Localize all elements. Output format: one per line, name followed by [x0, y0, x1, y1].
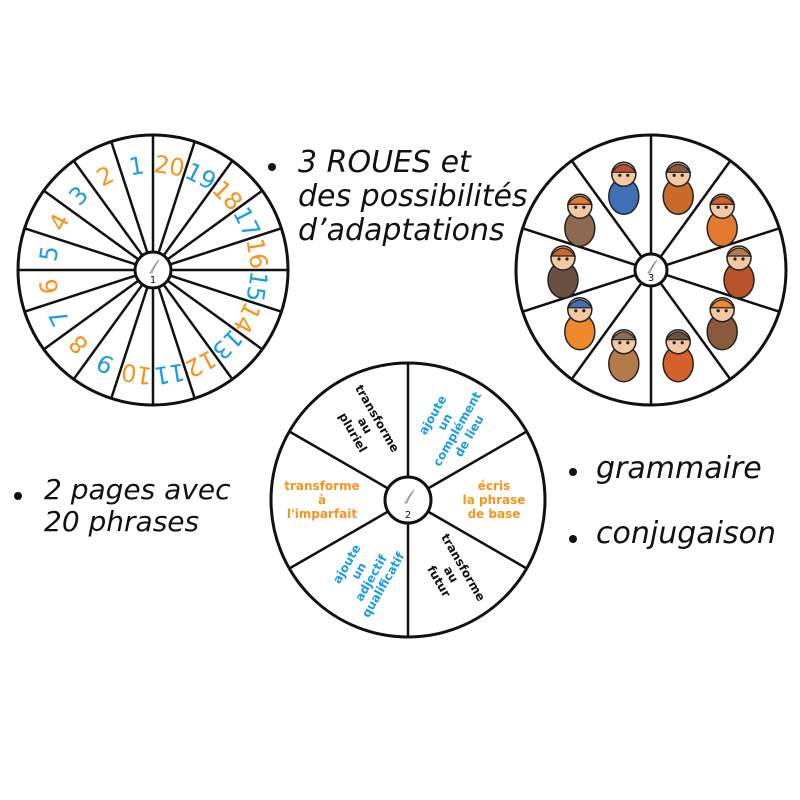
- wheel-divider: [570, 282, 643, 380]
- wheel-divider: [110, 286, 149, 399]
- wheel-number-label: 3: [648, 273, 654, 284]
- wheel-number: 15: [240, 269, 272, 304]
- snail-icon: [608, 328, 640, 383]
- girl-coat-icon: [662, 328, 694, 383]
- wheel-number: 1: [127, 151, 146, 181]
- fox-icon: [564, 296, 596, 351]
- wheel-divider: [43, 279, 140, 351]
- children-icon: [662, 161, 694, 216]
- quill-logo-icon: [149, 259, 160, 274]
- quill-logo-icon: [647, 259, 658, 274]
- boy-icon: [608, 161, 640, 216]
- wheel-divider: [659, 282, 732, 380]
- bullet-line: 3 ROUES et: [298, 145, 471, 180]
- fox-girl-icon: [706, 193, 738, 248]
- bullet-line: d’adaptations: [298, 213, 505, 248]
- bullet-dot: [569, 468, 577, 476]
- instruction-text: écris: [478, 479, 510, 493]
- owl-icon: [564, 193, 596, 248]
- spider-icon: [547, 245, 579, 299]
- instruction-text: l'imparfait: [287, 507, 357, 521]
- instruction-text: de base: [468, 507, 521, 521]
- wheel-divider: [110, 141, 149, 254]
- picture-wheel: 3: [514, 133, 788, 407]
- bullet-line: 2 pages avec: [44, 473, 231, 506]
- wheel-divider: [166, 279, 263, 351]
- bullet-grammar: grammaire: [596, 451, 762, 486]
- wheel-divider: [166, 189, 263, 261]
- bullet-two-pages: 2 pages avec 20 phrases: [44, 476, 230, 536]
- wheel-divider: [157, 286, 196, 399]
- deer-icon: [706, 296, 738, 351]
- bullet-line: 20 phrases: [44, 505, 200, 538]
- wheel-divider: [162, 283, 234, 380]
- squirrel-girl-icon: [723, 245, 755, 299]
- quill-logo-icon: [404, 489, 415, 504]
- wheel-number: 10: [119, 357, 154, 389]
- wheel-number-label: 1: [150, 275, 156, 286]
- bullet-line: des possibilités: [298, 179, 528, 214]
- wheel-divider: [169, 227, 282, 266]
- wheel-divider: [169, 274, 282, 313]
- wheel-number-label: 2: [405, 510, 411, 521]
- wheel-number: 6: [34, 277, 64, 296]
- bullet-conjugation: conjugaison: [596, 516, 776, 551]
- wheel-divider: [157, 141, 196, 254]
- bullet-dot: [569, 535, 577, 543]
- instruction-text: la phrase: [463, 493, 526, 507]
- wheel-divider: [288, 510, 389, 570]
- wheel-divider: [522, 273, 637, 313]
- wheel-divider: [43, 189, 140, 261]
- wheel-number: 5: [34, 244, 64, 263]
- wheel-number: 11: [152, 357, 187, 389]
- bullet-dot: [268, 163, 276, 171]
- wheel-divider: [24, 274, 137, 313]
- wheel-number: 16: [240, 236, 272, 271]
- wheel-divider: [665, 273, 780, 313]
- instruction-text: transforme: [284, 479, 359, 493]
- wheel-divider: [427, 510, 528, 570]
- wheel-divider: [24, 227, 137, 266]
- wheel-divider: [162, 160, 234, 257]
- wheel-divider: [659, 160, 732, 258]
- wheel-divider: [427, 430, 528, 490]
- wheel-divider: [72, 160, 144, 257]
- wheel-divider: [288, 430, 389, 490]
- wheel-divider: [570, 160, 643, 258]
- wheel-number: 20: [152, 150, 187, 182]
- instruction-text: à: [318, 493, 326, 507]
- wheel-divider: [72, 283, 144, 380]
- bullet-three-wheels: 3 ROUES et des possibilités d’adaptation…: [298, 148, 528, 246]
- bullet-dot: [14, 492, 22, 500]
